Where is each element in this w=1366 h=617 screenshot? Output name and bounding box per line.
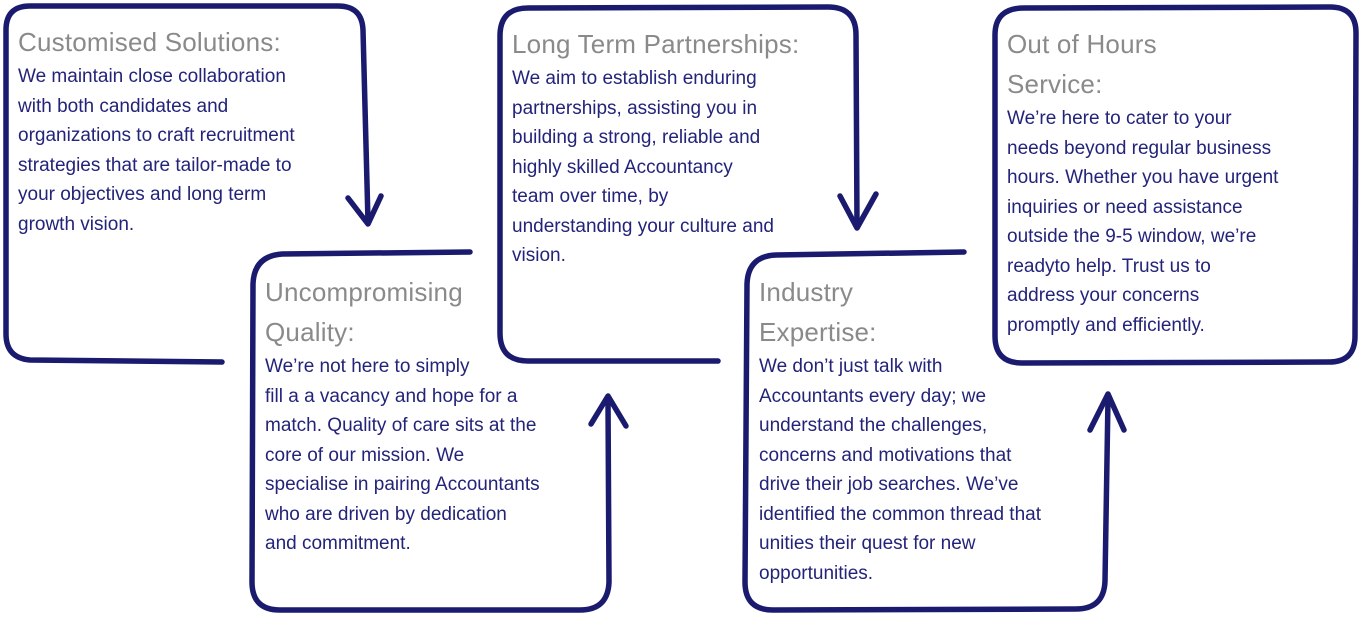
stage-description: We’re not here to simply fill a a vacanc…	[265, 356, 540, 554]
arrow-up-icon	[1087, 391, 1127, 433]
stage-title: Customised Solutions:	[18, 27, 281, 57]
out-of-hours-service-outline	[992, 4, 1359, 366]
arrow-up-icon	[588, 393, 629, 429]
stage-title: Uncompromising Quality:	[265, 277, 463, 347]
stage-customised-solutions: Customised Solutions: We maintain close …	[18, 22, 358, 239]
stage-industry-expertise: Industry Expertise: We don’t just talk w…	[759, 272, 1104, 588]
stage-description: We’re here to cater to your needs beyond…	[1007, 108, 1279, 336]
uncompromising-quality-outline	[249, 249, 612, 613]
stage-description: We maintain close collaboration with bot…	[18, 66, 295, 235]
stage-long-term-partnerships: Long Term Partnerships: We aim to establ…	[512, 24, 852, 271]
stage-uncompromising-quality: Uncompromising Quality: We’re not here t…	[265, 272, 595, 559]
industry-expertise-outline	[742, 249, 1111, 613]
stage-title: Industry Expertise:	[759, 277, 877, 347]
arrow-down-icon	[837, 191, 879, 231]
stage-out-of-hours-service: Out of Hours Service: We’re here to cate…	[1007, 24, 1347, 340]
customised-solutions-outline	[3, 3, 371, 365]
stage-description: We don’t just talk with Accountants ever…	[759, 356, 1042, 584]
arrow-down-icon	[345, 193, 384, 227]
long-term-partnerships-outline	[497, 4, 860, 364]
stage-description: We aim to establish enduring partnership…	[512, 68, 774, 266]
stage-title: Out of Hours Service:	[1007, 29, 1157, 99]
stage-title: Long Term Partnerships:	[512, 29, 800, 59]
